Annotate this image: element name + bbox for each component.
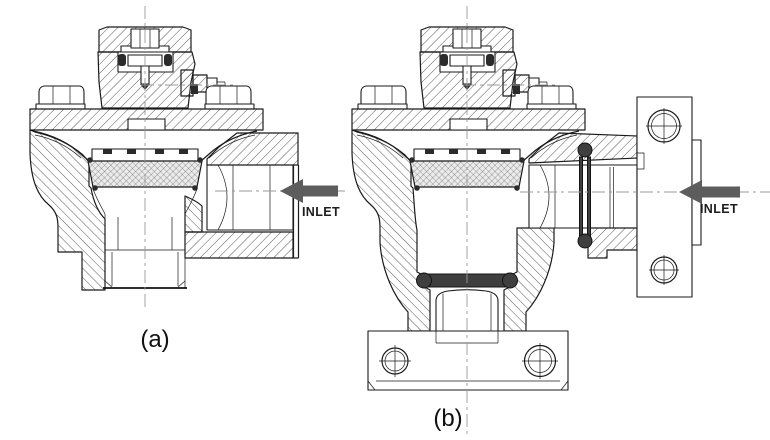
valve-b-drawing bbox=[351, 6, 770, 437]
o-ring bbox=[416, 272, 432, 289]
caption-a: (a) bbox=[140, 326, 169, 353]
body-left-wall bbox=[351, 129, 431, 332]
bottom-flange-body bbox=[367, 330, 569, 391]
bolt-hole-crosshair bbox=[649, 255, 679, 285]
o-ring bbox=[577, 233, 593, 249]
valve-a-drawing bbox=[29, 6, 345, 308]
inlet-channel-lines bbox=[217, 164, 271, 231]
sleeve-seal-bar bbox=[587, 156, 591, 237]
inlet-outer-wall-lines bbox=[292, 165, 300, 259]
inlet-channel-lines bbox=[539, 164, 614, 229]
valve-seat-wall bbox=[184, 195, 203, 233]
inlet-flange-body bbox=[636, 96, 693, 298]
inlet-label: INLET bbox=[302, 205, 340, 219]
outlet-tube-bore bbox=[442, 293, 492, 331]
flange-step bbox=[637, 152, 645, 170]
sleeve-seal-bar bbox=[579, 156, 583, 237]
bottom-flange bbox=[367, 330, 569, 391]
o-ring bbox=[577, 142, 593, 158]
inlet-bottom-wall bbox=[184, 231, 294, 259]
o-ring bbox=[502, 272, 518, 289]
caption-b: (b) bbox=[433, 405, 462, 432]
bolt-hole-crosshair bbox=[522, 343, 558, 379]
inlet-label: INLET bbox=[700, 202, 738, 216]
bolt-hole-crosshair bbox=[646, 108, 682, 144]
bolt-hole-crosshair bbox=[379, 345, 411, 377]
outlet-tube bbox=[435, 289, 499, 332]
inlet-arrow-icon bbox=[679, 180, 740, 204]
inlet-channel bbox=[206, 164, 294, 231]
inlet-arrow-icon bbox=[280, 179, 338, 203]
